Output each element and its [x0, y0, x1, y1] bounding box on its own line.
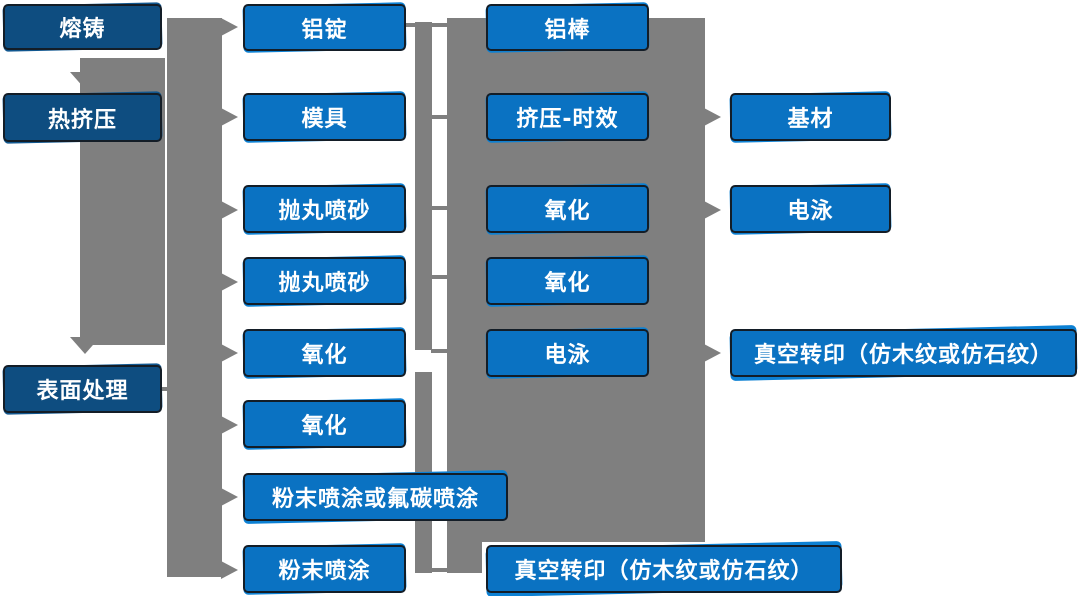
node-surface-treatment: 表面处理	[3, 365, 162, 413]
node-aluminum-rod: 铝棒	[486, 4, 649, 51]
node-label: 铝棒	[486, 4, 649, 51]
node-label: 电泳	[730, 185, 891, 233]
node-label: 熔铸	[3, 4, 162, 50]
node-label: 抛丸喷砂	[243, 257, 406, 305]
connector-stub-row5	[431, 349, 448, 353]
node-label: 基材	[730, 93, 891, 141]
node-base-material: 基材	[730, 93, 891, 141]
node-label: 真空转印（仿木纹或仿石纹）	[730, 329, 1077, 377]
node-shot-blasting-2: 抛丸喷砂	[243, 257, 406, 305]
arrow-to-oxidation-1-icon	[221, 344, 238, 362]
node-label: 氧化	[486, 257, 649, 305]
connector-stub-surface-treatment	[158, 387, 170, 391]
node-electrophoresis-1: 电泳	[486, 329, 649, 377]
node-label: 粉末喷涂或氟碳喷涂	[243, 473, 508, 521]
node-label: 表面处理	[3, 365, 162, 413]
connector-stub-row2	[431, 115, 448, 119]
node-label: 粉末喷涂	[243, 545, 406, 593]
node-label: 电泳	[486, 329, 649, 377]
arrow-down-to-hot-extrusion-icon	[70, 72, 100, 89]
node-label: 氧化	[243, 329, 406, 377]
arrow-to-powder-coating-icon	[221, 561, 238, 579]
node-vacuum-transfer-bottom: 真空转印（仿木纹或仿石纹）	[486, 545, 842, 593]
node-label: 挤压-时效	[486, 93, 649, 141]
arrow-to-mold-icon	[221, 108, 238, 126]
node-oxidation-1: 氧化	[243, 329, 406, 377]
node-powder-or-fluorocarbon-coating: 粉末喷涂或氟碳喷涂	[243, 473, 508, 521]
arrow-to-shot-blasting-2-icon	[221, 273, 238, 291]
arrow-to-shot-blasting-1-icon	[221, 201, 238, 219]
arrow-to-vacuum-transfer-icon	[704, 344, 721, 362]
node-label: 真空转印（仿木纹或仿石纹）	[486, 545, 842, 593]
arrow-to-oxidation-2-icon	[221, 416, 238, 434]
connector-panel-extension	[447, 542, 482, 573]
node-label: 模具	[243, 93, 406, 141]
connector-stub-row3	[431, 206, 448, 210]
arrow-to-base-material-icon	[704, 108, 721, 126]
arrow-to-electrophoresis-icon	[704, 201, 721, 219]
arrow-to-powder-fluorocarbon-icon	[221, 488, 238, 506]
node-aluminum-ingot: 铝锭	[243, 4, 406, 51]
connector-stub-row1	[431, 23, 448, 27]
node-hot-extrusion: 热挤压	[3, 93, 162, 142]
node-mold: 模具	[243, 93, 406, 141]
connector-stub-bottom	[431, 568, 448, 572]
arrow-to-aluminum-ingot-icon	[221, 18, 238, 36]
connector-left-distribution-band	[167, 18, 222, 577]
node-electrophoresis-2: 电泳	[730, 185, 891, 233]
node-label: 热挤压	[3, 93, 162, 142]
node-powder-coating: 粉末喷涂	[243, 545, 406, 593]
node-label: 氧化	[486, 185, 649, 233]
node-vacuum-transfer-right: 真空转印（仿木纹或仿石纹）	[730, 329, 1077, 377]
node-extrusion-aging: 挤压-时效	[486, 93, 649, 141]
node-oxidation-2: 氧化	[243, 400, 406, 448]
connector-stub-row4	[431, 275, 448, 279]
node-shot-blasting-1: 抛丸喷砂	[243, 185, 406, 233]
connector-mid-band-upper	[415, 22, 432, 350]
connector-stub-ingot	[405, 23, 415, 27]
node-label: 抛丸喷砂	[243, 185, 406, 233]
node-oxidation-4: 氧化	[486, 257, 649, 305]
node-label: 铝锭	[243, 4, 406, 51]
node-label: 氧化	[243, 400, 406, 448]
node-oxidation-3: 氧化	[486, 185, 649, 233]
arrow-down-to-surface-treatment-icon	[70, 337, 100, 354]
node-melting-casting: 熔铸	[3, 4, 162, 50]
